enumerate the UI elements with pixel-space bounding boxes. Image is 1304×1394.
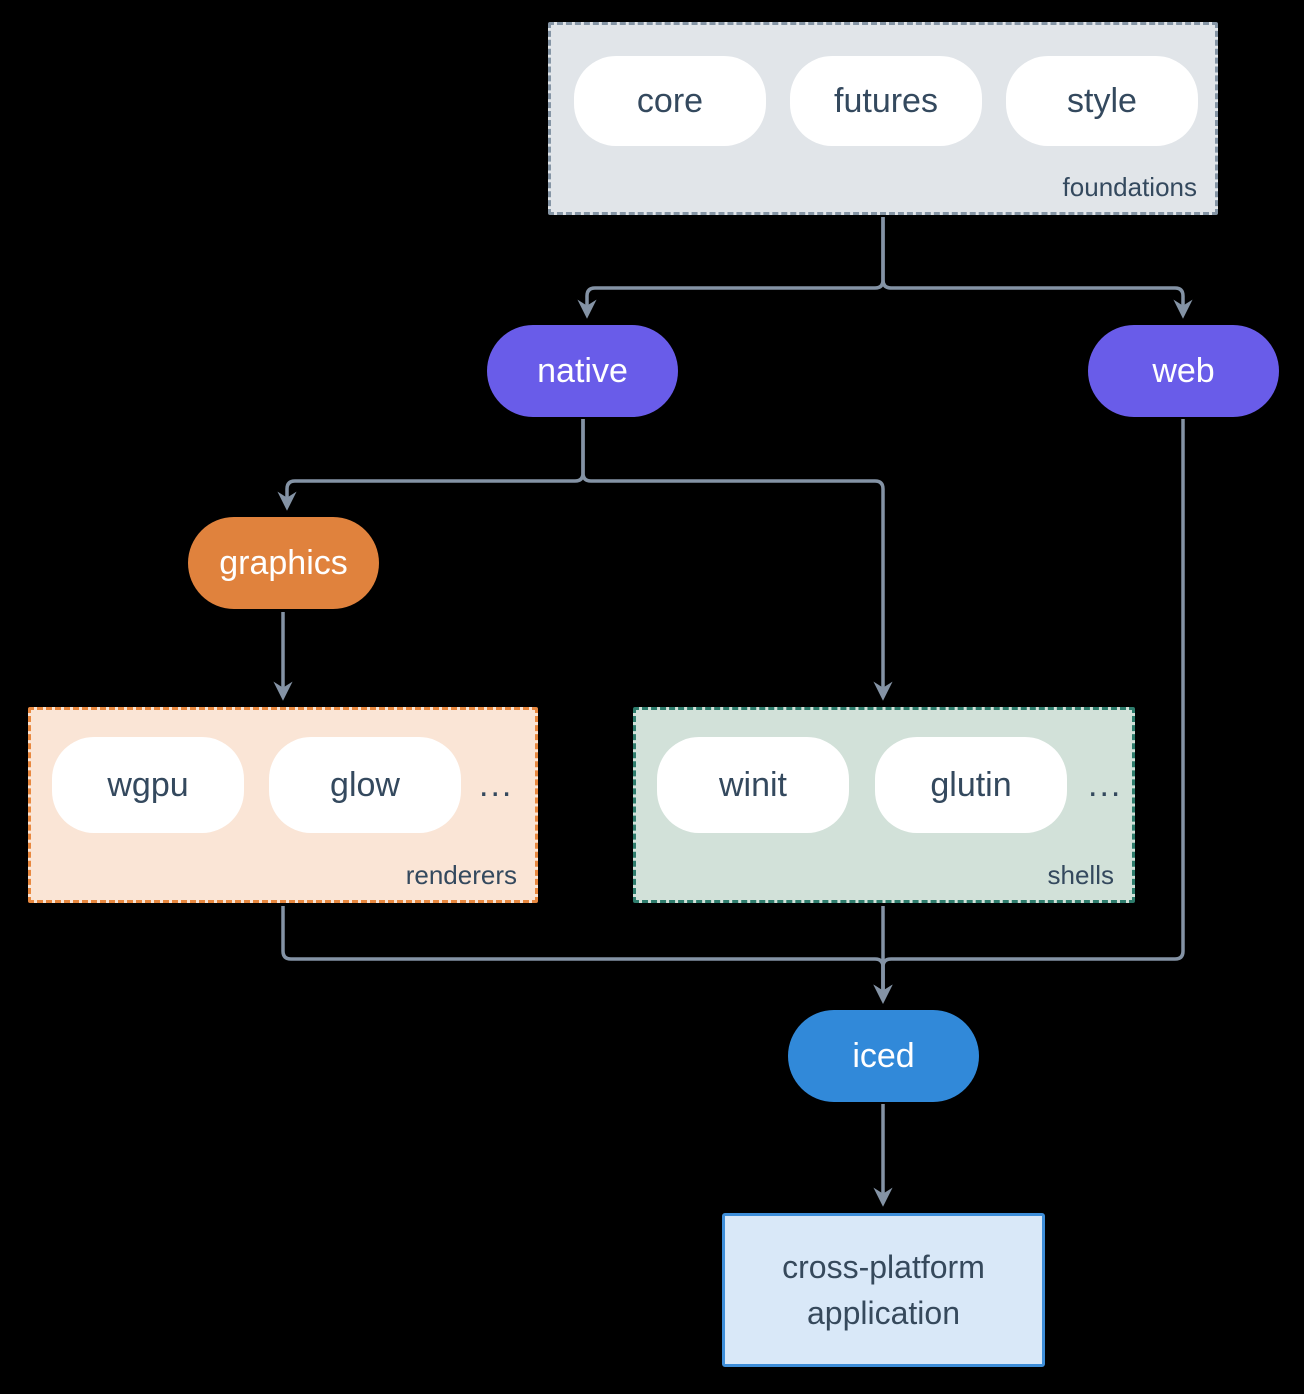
node-iced: iced [788, 1010, 979, 1102]
edge-native-shells [581, 419, 893, 701]
shells-group-label: shells [1047, 860, 1114, 890]
node-core: core [574, 56, 766, 146]
node-wgpu: wgpu [52, 737, 244, 833]
edge-foundations-native [577, 217, 885, 319]
node-graphics: graphics [188, 517, 379, 609]
node-winit: winit [657, 737, 849, 833]
foundations-group-label: foundations [1062, 172, 1197, 202]
edge-native-graphics [277, 419, 585, 511]
node-glow: glow [269, 737, 461, 833]
node-glutin: glutin [875, 737, 1067, 833]
renderers-group-label: renderers [405, 860, 517, 890]
renderers-group: wgpu glow ... renderers [28, 707, 538, 903]
shells-group: winit glutin ... shells [633, 707, 1135, 903]
node-cross-platform-application: cross-platform application [722, 1213, 1045, 1367]
node-futures: futures [790, 56, 982, 146]
renderers-ellipsis: ... [479, 766, 514, 804]
node-native: native [487, 325, 678, 417]
edge-foundations-web [881, 217, 1193, 319]
foundations-group: core futures style foundations [548, 22, 1218, 215]
edge-renderers-iced [281, 906, 893, 1004]
node-web: web [1088, 325, 1279, 417]
shells-ellipsis: ... [1088, 766, 1123, 804]
node-style: style [1006, 56, 1198, 146]
